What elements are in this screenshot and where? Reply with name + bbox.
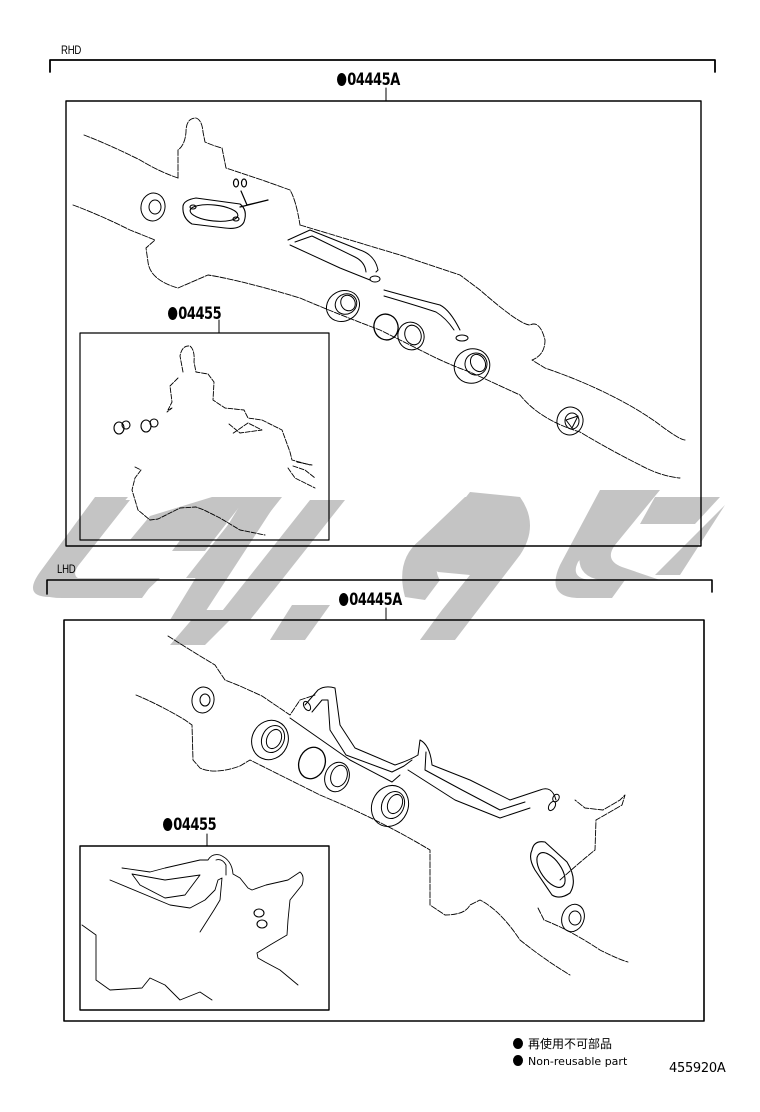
section-label-lhd: LHD xyxy=(57,562,76,576)
lhd-oil-seals xyxy=(191,686,410,827)
filled-circle-icon xyxy=(513,1038,523,1049)
section-label-rhd: RHD xyxy=(61,43,82,57)
rhd-end-seal-left xyxy=(140,192,166,222)
rhd-inset-bolts xyxy=(113,418,159,435)
lhd-pipes xyxy=(289,686,560,819)
lhd-frames xyxy=(46,579,713,1022)
rhd-inset-drawing xyxy=(131,345,316,536)
rhd-o-rings-small xyxy=(232,178,269,208)
non-reusable-dot-icon xyxy=(337,73,347,86)
figure-number: 455920A xyxy=(669,1061,726,1076)
callout-lhd-inset[interactable]: 04455 xyxy=(163,815,217,835)
rhd-frames xyxy=(49,59,716,547)
legend-item-english: Non-reusable part xyxy=(513,1055,627,1068)
legend-item-japanese: 再使用不可部品 xyxy=(513,1035,612,1052)
rhd-gasket xyxy=(182,197,246,229)
part-code: 04445A xyxy=(347,70,400,90)
rhd-oil-seals xyxy=(325,289,491,384)
lhd-end-seal-right xyxy=(561,903,585,933)
lhd-gasket xyxy=(529,841,574,898)
filled-circle-icon xyxy=(513,1055,523,1066)
part-code: 04455 xyxy=(178,304,222,324)
callout-rhd-inset[interactable]: 04455 xyxy=(168,304,222,324)
part-code: 04455 xyxy=(173,815,217,835)
lhd-inset-drawing xyxy=(81,854,304,1001)
callout-rhd-kit[interactable]: 04445A xyxy=(337,70,400,90)
non-reusable-dot-icon xyxy=(168,307,178,320)
rhd-pipes xyxy=(287,229,469,342)
callout-lhd-kit[interactable]: 04445A xyxy=(339,590,402,610)
rhd-steering-rack-housing xyxy=(72,117,686,479)
rhd-end-seal-right xyxy=(556,406,584,436)
non-reusable-dot-icon xyxy=(163,818,173,831)
non-reusable-dot-icon xyxy=(339,593,349,606)
lhd-steering-rack-housing xyxy=(135,635,629,976)
part-code: 04445A xyxy=(349,590,402,610)
lhd-inset-bolts xyxy=(253,908,268,929)
